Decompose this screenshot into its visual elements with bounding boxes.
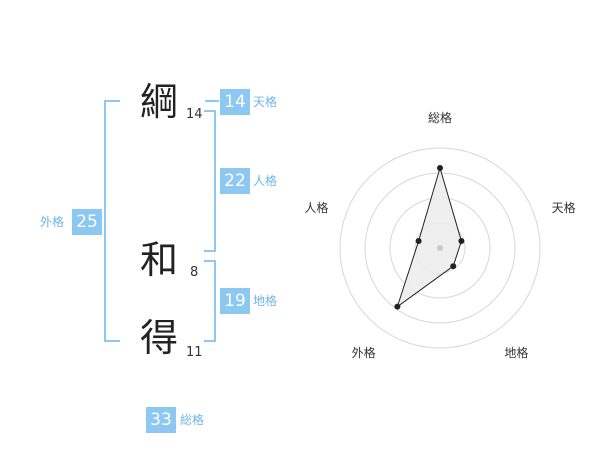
radar-axis-label: 天格 <box>552 200 576 215</box>
jinkaku-score: 22 <box>220 168 250 194</box>
name-char-2: 和 <box>140 238 179 282</box>
radar-axis-label: 総格 <box>428 110 452 125</box>
chikaku-bracket <box>204 260 216 342</box>
radar-point-5 <box>415 238 422 245</box>
jinkaku-label: 人格 <box>253 174 278 188</box>
soukaku-label: 総格 <box>180 413 205 427</box>
tenkaku-connector <box>205 100 219 102</box>
name-char-1: 綱 <box>140 80 179 124</box>
radar-point-2 <box>458 238 465 245</box>
soukaku-score: 33 <box>146 407 176 433</box>
stroke-count-3: 11 <box>186 345 203 360</box>
chikaku-score: 19 <box>220 288 250 314</box>
name-char-3: 得 <box>140 316 179 360</box>
radar-axis-label: 地格 <box>504 345 528 360</box>
gaikaku-label: 外格 <box>40 215 65 229</box>
radar-area <box>396 166 462 308</box>
tenkaku-label: 天格 <box>253 95 278 109</box>
radar-point-4 <box>394 303 401 310</box>
gaikaku-score: 25 <box>72 209 102 235</box>
tenkaku-score: 14 <box>220 89 250 115</box>
stroke-count-2: 8 <box>190 265 199 280</box>
radar-center-dot <box>437 245 443 251</box>
jinkaku-bracket <box>204 110 216 252</box>
stroke-count-1: 14 <box>186 107 203 122</box>
chikaku-label: 地格 <box>253 294 278 308</box>
radar-grid-ring <box>339 147 541 349</box>
radar-axis-label: 人格 <box>304 200 328 215</box>
gaikaku-bracket <box>104 100 120 342</box>
radar-point-3 <box>450 263 457 270</box>
radar-axis-label: 外格 <box>352 345 376 360</box>
radar-point-1 <box>437 165 443 171</box>
